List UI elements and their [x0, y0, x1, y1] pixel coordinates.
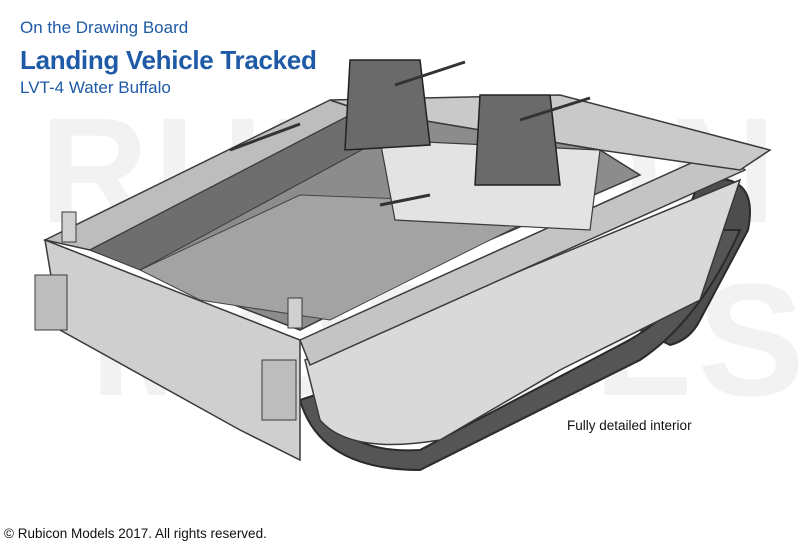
stern-block-right: [261, 359, 297, 421]
gun-shield-left: [344, 59, 431, 151]
gun-shield-right: [474, 94, 561, 186]
header: On the Drawing Board Landing Vehicle Tra…: [20, 18, 317, 98]
page-subtitle: LVT-4 Water Buffalo: [20, 78, 171, 97]
interior-floor: [138, 194, 561, 321]
track-lower: [298, 229, 742, 472]
machine-guns: [229, 60, 591, 207]
stern-block-left: [34, 274, 68, 331]
post-right: [287, 297, 303, 329]
hull-side: [304, 178, 742, 446]
header-kicker: On the Drawing Board: [20, 18, 189, 37]
post-left: [61, 211, 77, 243]
copyright-notice: © Rubicon Models 2017. All rights reserv…: [4, 526, 267, 541]
page-title: Landing Vehicle Tracked: [20, 45, 317, 75]
interior-callout: Fully detailed interior: [567, 418, 692, 433]
